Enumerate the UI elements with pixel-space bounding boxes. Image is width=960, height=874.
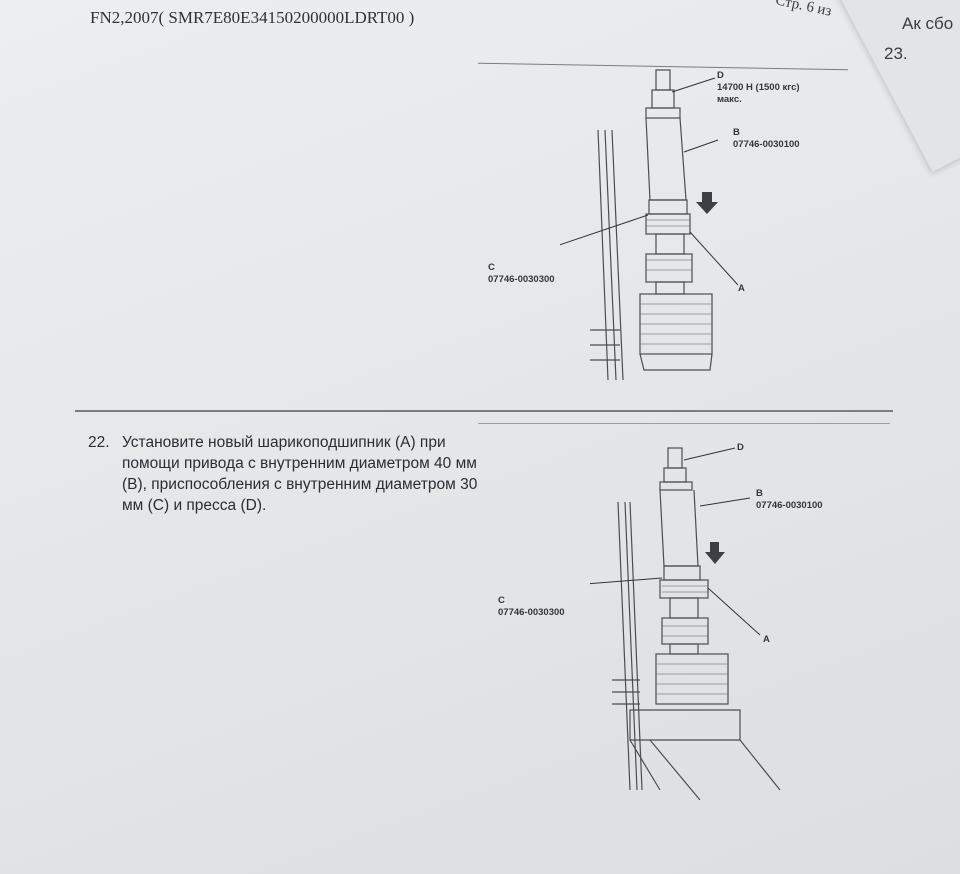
step-number: 22. [88,434,110,451]
back-text: Ак сбо [902,14,954,33]
fig2-label-a: A [763,634,770,645]
section-divider [75,410,893,412]
section-rule [478,423,890,424]
fig2-label-c: C [498,595,505,606]
back-step-number: 23. [884,44,908,63]
fig1-label-d: D [717,70,724,81]
document-header: FN2,2007( SMR7E80E34150200000LDRT00 ) [90,8,415,27]
figure-2-diagram [590,447,781,800]
fig2-label-d: D [737,442,744,453]
fig1-force: 14700 Н (1500 кгс) [717,82,800,93]
press-arrow-icon [696,192,718,214]
fig2-part-b: 07746-0030100 [756,500,823,511]
step-text: Установите новый шарикоподшипник (A) при… [122,434,478,514]
fig2-label-b: B [756,488,763,499]
fig2-part-c: 07746-0030300 [498,607,565,618]
fig1-part-b: 07746-0030100 [733,139,800,150]
fig1-force-note: макс. [717,94,742,105]
fig1-label-b: B [733,127,740,138]
step-22: 22. Установите новый шарикоподшипник (A)… [88,432,488,516]
fig1-label-c: C [488,262,495,273]
figure-1-diagram [560,69,739,380]
press-arrow-icon [705,542,725,564]
fig1-part-c: 07746-0030300 [488,274,555,285]
fig1-label-a: A [738,283,745,294]
